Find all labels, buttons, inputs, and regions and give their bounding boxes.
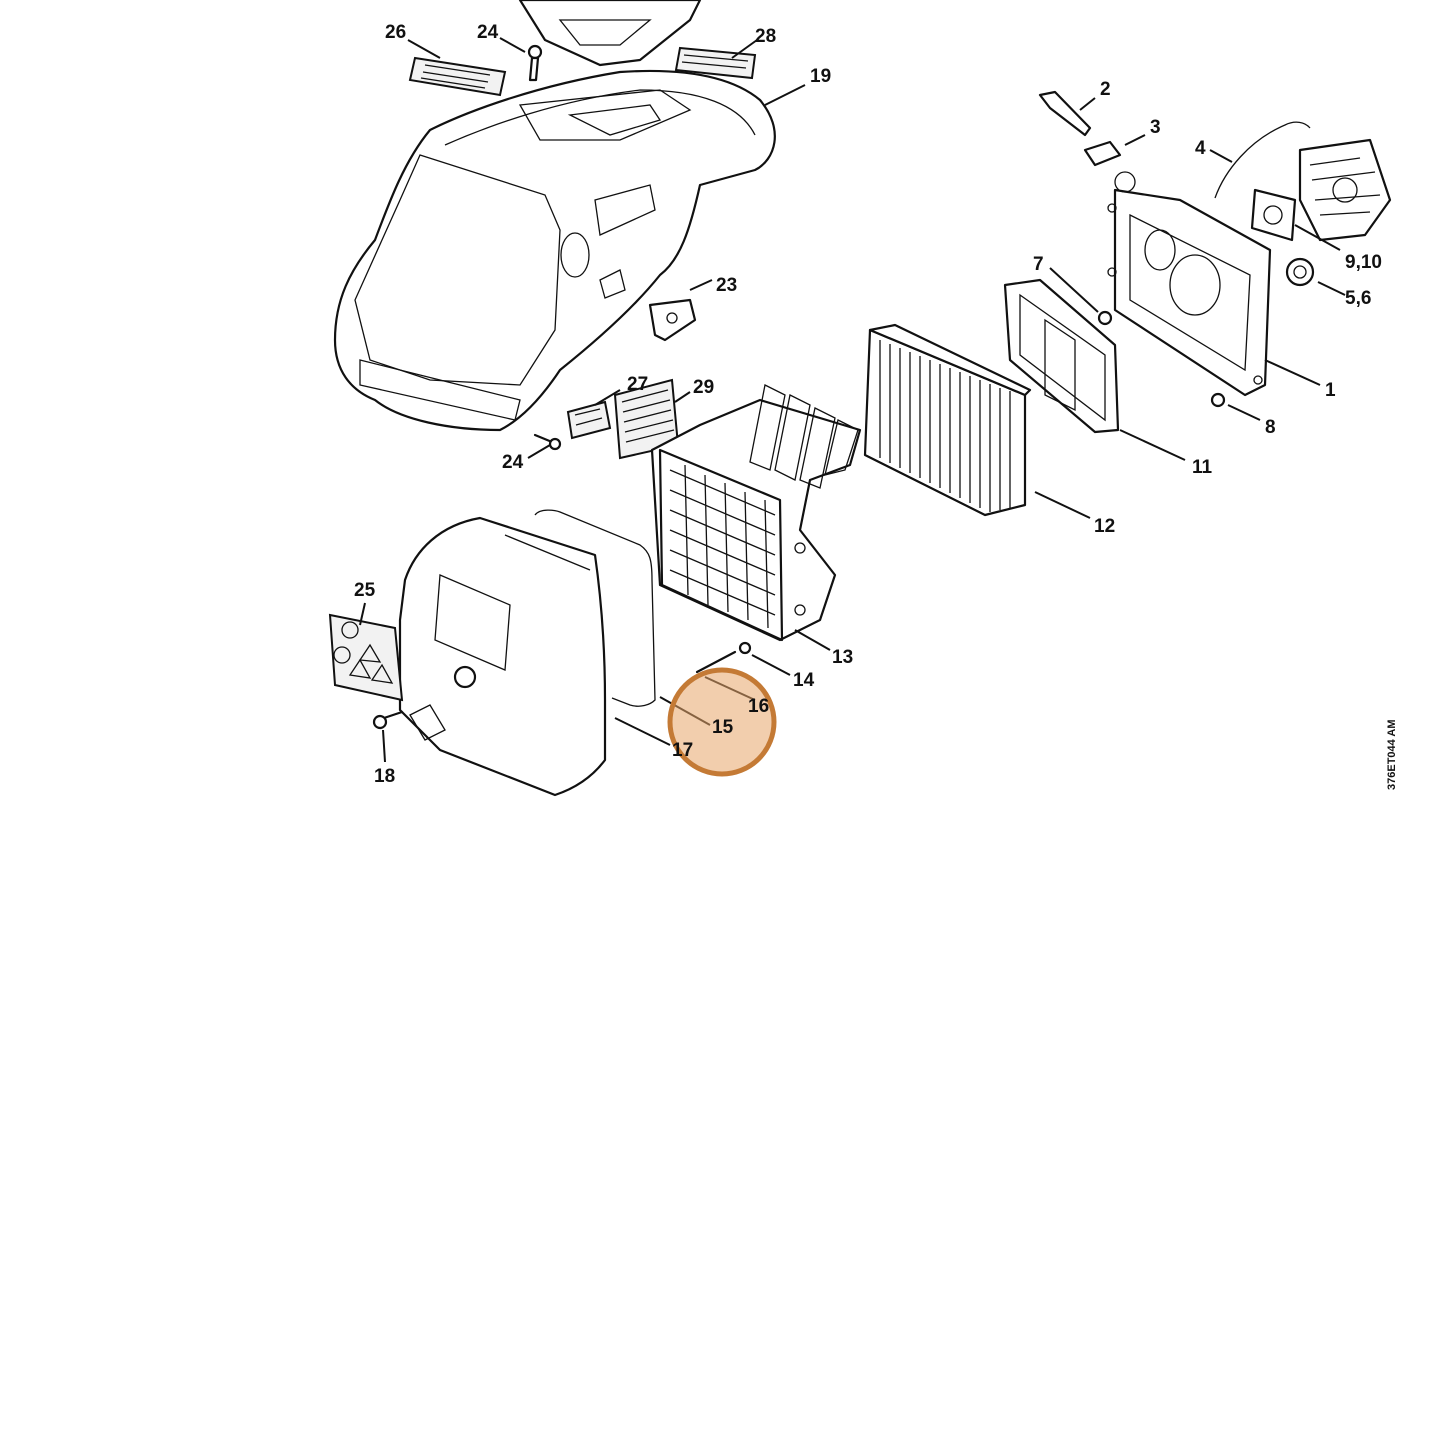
callout-24-mid[interactable]: 24 <box>502 452 524 473</box>
primer-part-5-6[interactable] <box>1285 257 1315 287</box>
callout-8[interactable]: 8 <box>1265 417 1276 438</box>
nut-part-7[interactable] <box>1097 310 1113 326</box>
callout-15[interactable]: 15 <box>712 717 734 738</box>
hose-part-4[interactable] <box>1214 121 1311 199</box>
screw-part-8[interactable] <box>1210 392 1226 408</box>
stud-part-14[interactable] <box>738 641 752 655</box>
air-filter-part-12[interactable] <box>863 323 1032 517</box>
carburetor[interactable] <box>1298 138 1392 242</box>
air-box-part-1[interactable] <box>1107 171 1272 397</box>
callout-7[interactable]: 7 <box>1033 254 1044 275</box>
callout-24-top[interactable]: 24 <box>477 22 499 43</box>
filter-frame-part-11[interactable] <box>1003 278 1120 434</box>
shroud-part-19[interactable] <box>333 0 776 432</box>
callout-12[interactable]: 12 <box>1094 516 1115 537</box>
document-code: 376ET044 AM <box>1386 719 1398 790</box>
lever-part-2[interactable] <box>1038 90 1092 137</box>
callout-23[interactable]: 23 <box>716 275 737 296</box>
clip-part-3[interactable] <box>1083 140 1122 167</box>
callout-3[interactable]: 3 <box>1150 117 1161 138</box>
gasket-part-9-10[interactable] <box>1250 188 1297 242</box>
callout-29[interactable]: 29 <box>693 377 714 398</box>
callout-25[interactable]: 25 <box>354 580 376 601</box>
callout-26[interactable]: 26 <box>385 22 406 43</box>
grommet-part-23[interactable] <box>648 298 697 342</box>
decal-part-26[interactable] <box>408 56 507 97</box>
callout-16[interactable]: 16 <box>748 696 769 717</box>
callout-11[interactable]: 11 <box>1192 457 1213 478</box>
callout-4[interactable]: 4 <box>1195 138 1206 159</box>
screw-part-24-mid[interactable] <box>533 433 562 451</box>
callout-2[interactable]: 2 <box>1100 79 1111 100</box>
callout-5-6[interactable]: 5,6 <box>1345 288 1371 309</box>
callouts: 1 2 3 4 5,6 7 8 9,10 11 12 13 14 15 16 1… <box>354 22 1382 787</box>
callout-17[interactable]: 17 <box>672 740 693 761</box>
screw-part-18[interactable] <box>372 710 404 730</box>
callout-19[interactable]: 19 <box>810 66 831 87</box>
callout-18[interactable]: 18 <box>374 766 395 787</box>
callout-13[interactable]: 13 <box>832 647 853 668</box>
callout-28[interactable]: 28 <box>755 26 776 47</box>
filter-cover-part-17[interactable] <box>398 516 607 797</box>
callout-27[interactable]: 27 <box>627 374 648 395</box>
decal-part-25[interactable] <box>328 613 404 702</box>
seal-part-15[interactable] <box>534 509 656 707</box>
callout-9-10[interactable]: 9,10 <box>1345 252 1382 273</box>
highlight-marker <box>667 667 777 777</box>
screw-part-24-top[interactable] <box>527 44 543 82</box>
stud-part-16[interactable] <box>695 650 737 674</box>
filter-base-part-13[interactable] <box>650 384 862 642</box>
decal-part-27[interactable] <box>566 400 612 440</box>
callout-1[interactable]: 1 <box>1325 380 1336 401</box>
callout-14[interactable]: 14 <box>793 670 815 691</box>
